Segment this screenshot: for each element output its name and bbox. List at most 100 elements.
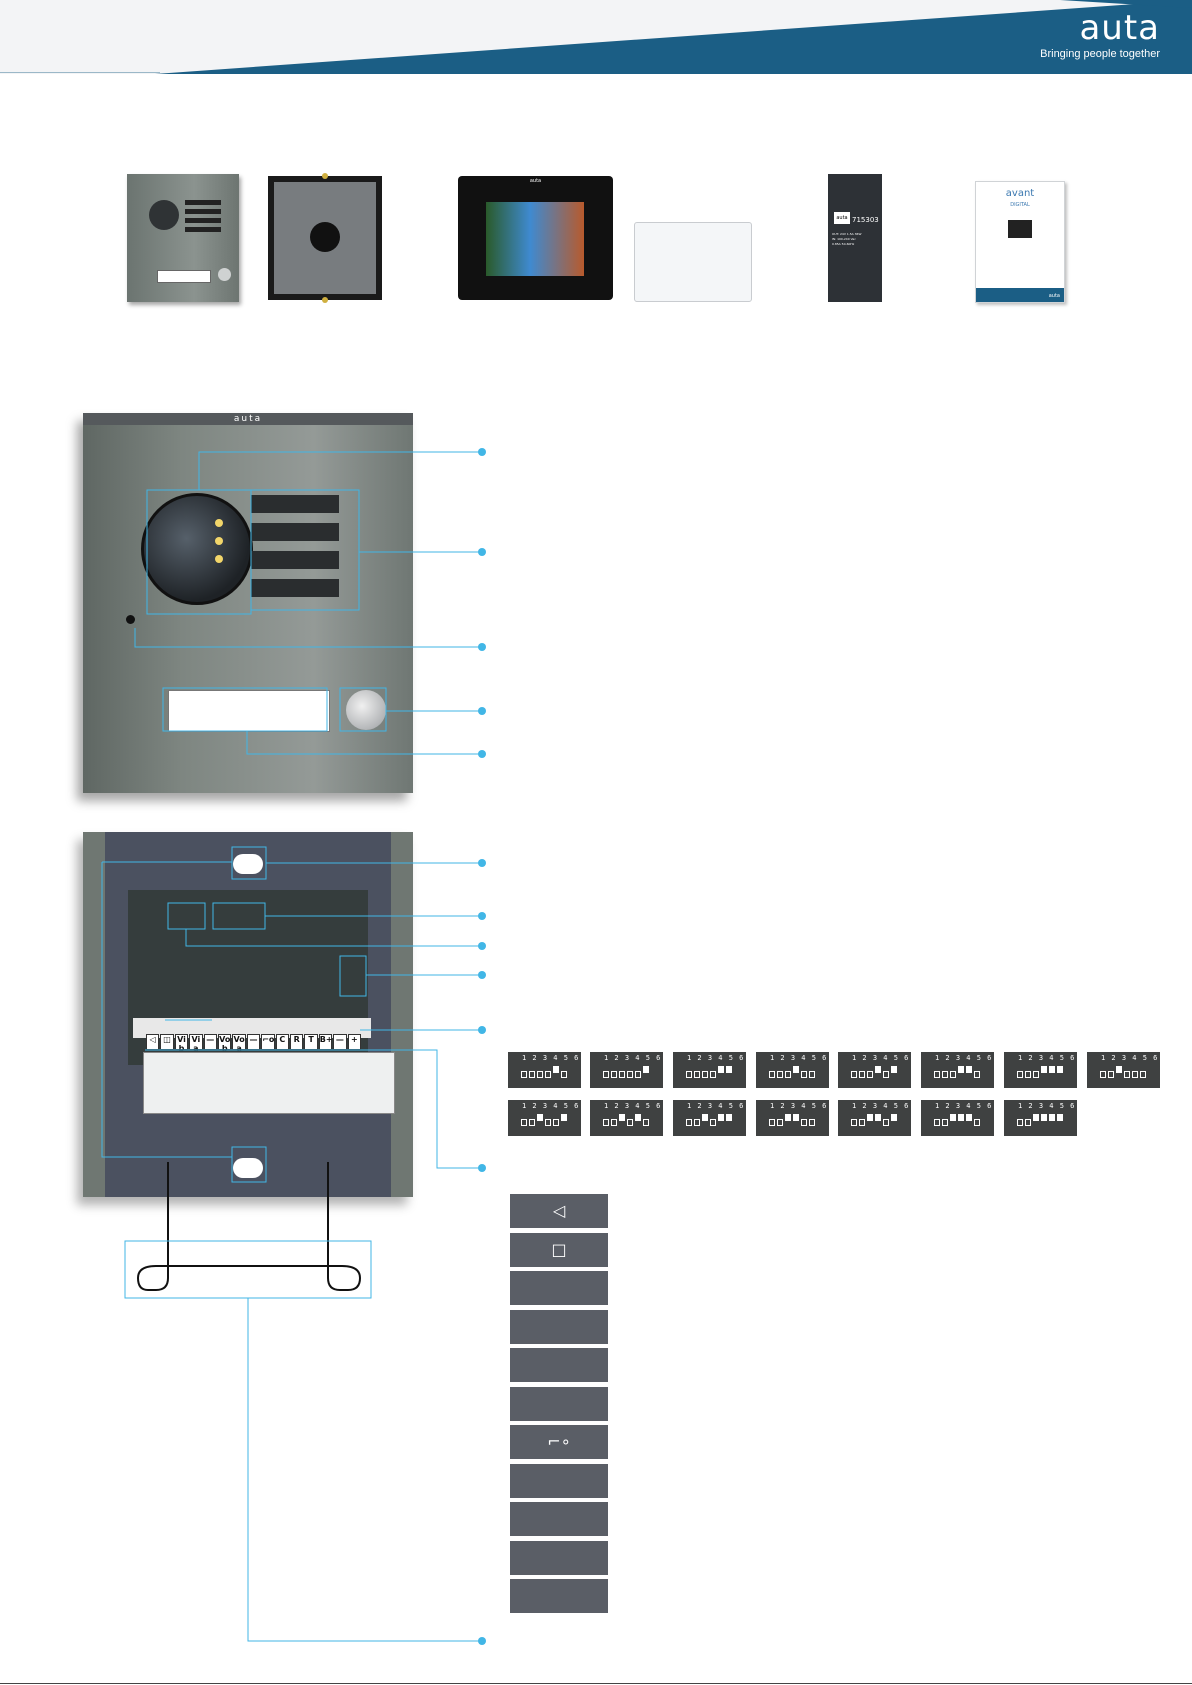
dip-position-1 <box>686 1119 692 1126</box>
microphone-hole <box>126 615 135 624</box>
nameplate <box>157 270 211 283</box>
dip-position-2 <box>859 1071 865 1078</box>
dip-position-4 <box>710 1119 716 1126</box>
call-button[interactable] <box>346 690 386 730</box>
dip-position-2 <box>1025 1119 1031 1126</box>
brand-tagline: Bringing people together <box>1040 48 1160 60</box>
dip-position-1 <box>521 1071 527 1078</box>
dip-position-5 <box>1049 1066 1055 1073</box>
dip-position-6 <box>809 1119 815 1126</box>
dip-position-4 <box>793 1066 799 1073</box>
dip-switch-numbers: 1 2 3 4 5 6 <box>770 1054 828 1062</box>
dip-position-1 <box>603 1071 609 1078</box>
header-background <box>0 0 1192 74</box>
dip-switch-2: 1 2 3 4 5 6 <box>590 1052 663 1088</box>
dip-position-3 <box>537 1114 543 1121</box>
front-panel-brand: auta <box>233 414 263 424</box>
product-flush-frame <box>268 173 382 303</box>
dip-position-3 <box>1033 1114 1039 1121</box>
dip-position-5 <box>718 1114 724 1121</box>
dip-position-5 <box>801 1071 807 1078</box>
brand-logo: auta Bringing people together <box>1040 8 1160 60</box>
dip-switch-numbers: 1 2 3 4 5 6 <box>522 1102 580 1110</box>
terminal-label-1: ◁ <box>146 1034 160 1050</box>
callout-marker-2 <box>478 548 486 556</box>
dip-position-3 <box>702 1071 708 1078</box>
dip-position-6 <box>726 1066 732 1073</box>
dip-position-4 <box>627 1119 633 1126</box>
callout-marker-8 <box>478 942 486 950</box>
dip-position-3 <box>619 1114 625 1121</box>
dip-position-4 <box>545 1119 551 1126</box>
dip-position-5 <box>883 1119 889 1126</box>
dip-position-4 <box>958 1066 964 1073</box>
dip-position-1 <box>521 1119 527 1126</box>
callout-marker-5 <box>478 750 486 758</box>
dip-position-3 <box>1116 1066 1122 1073</box>
dip-position-1 <box>1017 1119 1023 1126</box>
dip-position-4 <box>545 1071 551 1078</box>
product-power-supply: auta 715303 OUT: 24V 1.5A 36W IN: 100-24… <box>828 174 882 302</box>
call-button <box>218 268 231 281</box>
terminal-row-6 <box>510 1386 608 1423</box>
product-manual: avant DIGITAL auta <box>975 181 1065 303</box>
dip-position-4 <box>627 1071 633 1078</box>
dip-switch-numbers: 1 2 3 4 5 6 <box>604 1102 662 1110</box>
header-rule <box>0 72 160 73</box>
screw-hole-top <box>233 854 263 874</box>
camera-icon <box>149 200 179 230</box>
dip-switch-14: 1 2 3 4 5 6 <box>921 1100 994 1136</box>
dip-switch-numbers: 1 2 3 4 5 6 <box>1018 1054 1076 1062</box>
dip-position-6 <box>974 1119 980 1126</box>
dip-position-6 <box>1057 1066 1063 1073</box>
dip-position-6 <box>561 1071 567 1078</box>
dip-position-1 <box>603 1119 609 1126</box>
dip-position-1 <box>686 1071 692 1078</box>
dip-position-3 <box>785 1114 791 1121</box>
dip-position-4 <box>1041 1114 1047 1121</box>
terminal-row-4 <box>510 1309 608 1346</box>
terminal-label-9: ⌐o <box>261 1034 275 1050</box>
dip-position-1 <box>769 1071 775 1078</box>
dip-position-6 <box>561 1114 567 1121</box>
dip-position-2 <box>694 1119 700 1126</box>
dip-switch-numbers: 1 2 3 4 5 6 <box>687 1054 745 1062</box>
dip-position-4 <box>875 1066 881 1073</box>
dip-position-1 <box>1017 1071 1023 1078</box>
dip-position-4 <box>875 1114 881 1121</box>
dip-position-6 <box>1057 1114 1063 1121</box>
dip-position-5 <box>883 1071 889 1078</box>
dip-position-1 <box>769 1119 775 1126</box>
psu-spec-1: OUT: 24V 1.5A 36W <box>832 232 862 236</box>
dip-position-4 <box>958 1114 964 1121</box>
dip-position-5 <box>553 1066 559 1073</box>
dip-switch-1: 1 2 3 4 5 6 <box>508 1052 581 1088</box>
dip-switch-numbers: 1 2 3 4 5 6 <box>935 1054 993 1062</box>
dip-position-5 <box>1049 1114 1055 1121</box>
dip-position-4 <box>1041 1066 1047 1073</box>
dip-position-2 <box>529 1071 535 1078</box>
dip-position-3 <box>867 1071 873 1078</box>
monitor-brand: auta <box>529 178 542 184</box>
manual-subtitle: DIGITAL <box>1010 202 1030 208</box>
terminal-label-7: Vo a <box>232 1034 246 1053</box>
terminal-row-10 <box>510 1540 608 1577</box>
dip-position-6 <box>643 1119 649 1126</box>
dip-position-6 <box>809 1071 815 1078</box>
dip-switch-13: 1 2 3 4 5 6 <box>838 1100 911 1136</box>
psu-model: 715303 <box>852 216 879 224</box>
dip-switch-numbers: 1 2 3 4 5 6 <box>687 1102 745 1110</box>
terminal-row-2: □ <box>510 1232 608 1269</box>
speaker-grille <box>251 495 339 513</box>
dip-position-2 <box>1108 1071 1114 1078</box>
dip-switch-10: 1 2 3 4 5 6 <box>590 1100 663 1136</box>
callout-marker-7 <box>478 912 486 920</box>
dip-position-2 <box>777 1119 783 1126</box>
dip-position-2 <box>1025 1071 1031 1078</box>
dip-position-3 <box>950 1114 956 1121</box>
dip-position-1 <box>851 1071 857 1078</box>
dip-position-3 <box>785 1071 791 1078</box>
dip-position-1 <box>851 1119 857 1126</box>
dip-position-3 <box>950 1071 956 1078</box>
